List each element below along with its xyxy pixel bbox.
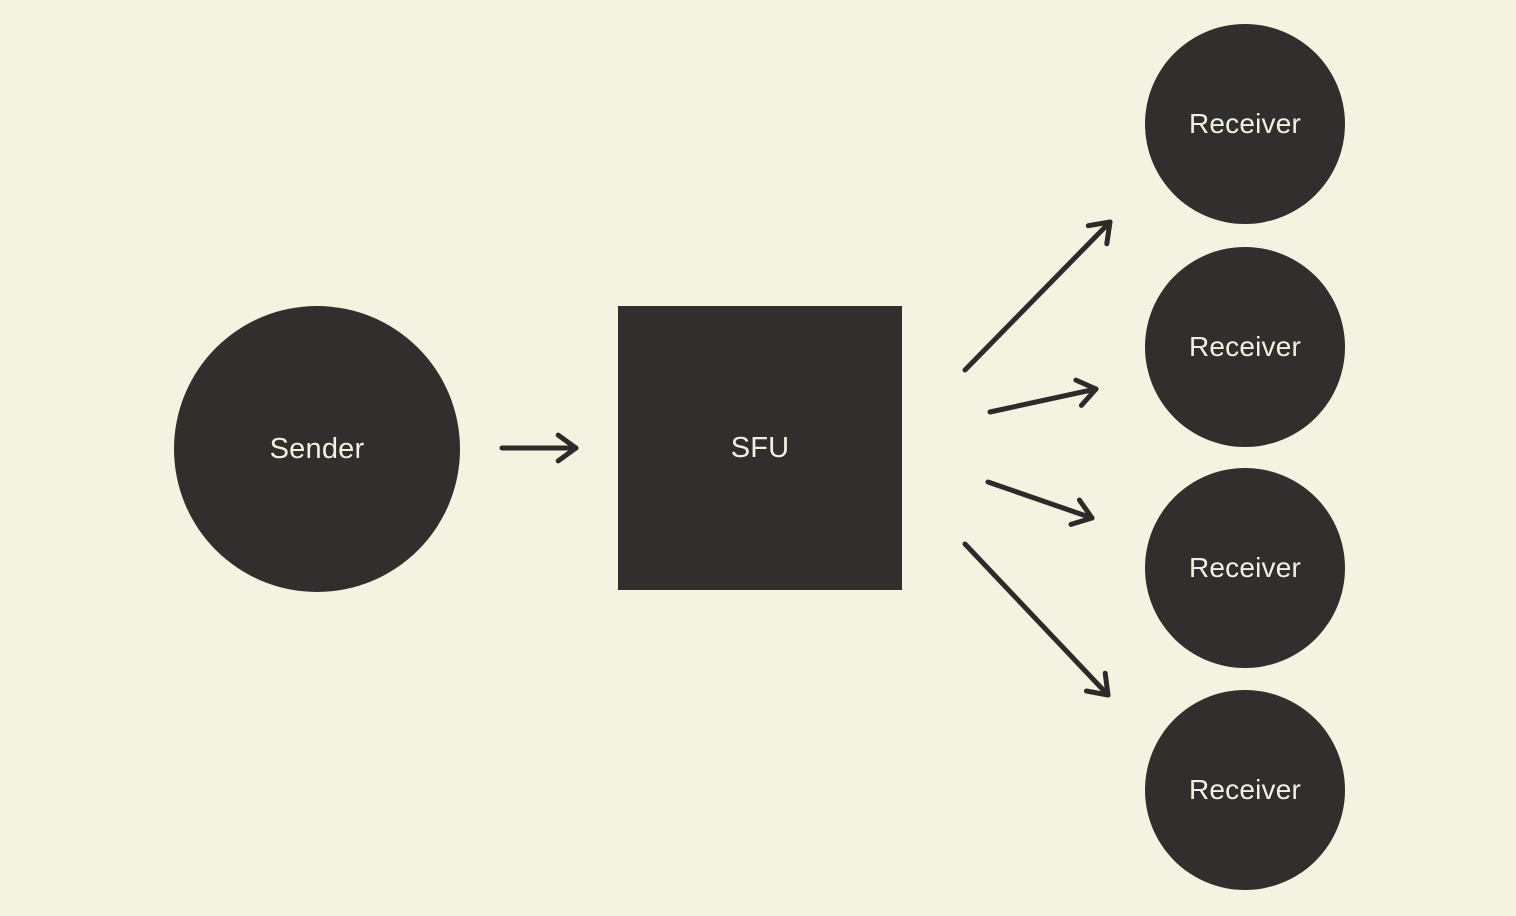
node-receiver-4: Receiver: [1145, 690, 1345, 890]
node-sender-label: Sender: [269, 432, 365, 465]
arrow-sender-to-sfu: [499, 432, 579, 464]
node-sfu: SFU: [618, 306, 902, 590]
arrow-sfu-to-receiver-1: [962, 219, 1113, 373]
node-receiver-2-label: Receiver: [1188, 331, 1302, 362]
node-sender: Sender: [174, 306, 460, 592]
arrow-sfu-to-receiver-3: [985, 479, 1095, 527]
node-receiver-2: Receiver: [1145, 247, 1345, 447]
node-receiver-1-label: Receiver: [1188, 108, 1302, 139]
node-receiver-3: Receiver: [1145, 468, 1345, 668]
arrow-sfu-to-receiver-4: [962, 541, 1111, 698]
node-receiver-1: Receiver: [1145, 24, 1345, 224]
node-sfu-label: SFU: [730, 431, 790, 464]
arrow-sfu-to-receiver-2: [987, 377, 1099, 415]
node-receiver-3-label: Receiver: [1188, 552, 1302, 583]
node-receiver-4-label: Receiver: [1188, 774, 1302, 805]
